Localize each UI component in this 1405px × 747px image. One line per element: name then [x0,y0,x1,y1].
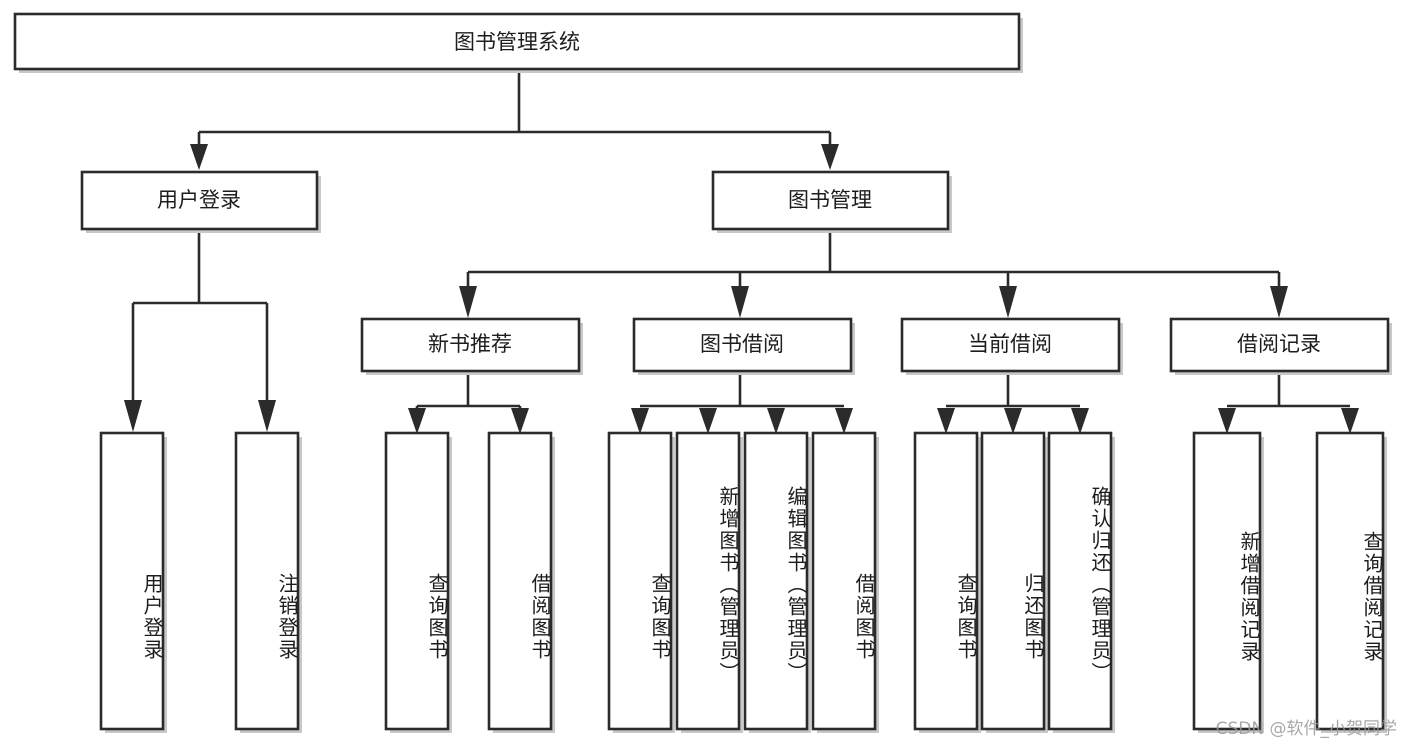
arrow-head-icon [1270,286,1288,318]
arrow-head-icon [767,408,785,434]
arrow-head-icon [821,144,839,170]
node-label-root: 图书管理系统 [454,30,580,54]
node-borrow-record[interactable]: 借阅记录 [1169,317,1392,375]
connector-group-current-borrow [937,375,1089,434]
arrow-head-icon [511,408,529,434]
node-rect [1047,431,1113,731]
node-rect [360,317,581,373]
csdn-watermark: CSDN @软件_小贺同学 [1215,719,1397,739]
node-rect [900,317,1121,373]
arrow-head-icon [631,408,649,434]
node-rect [384,431,450,731]
node-label-book-manage: 图书管理 [788,188,872,212]
node-leaf-edit-book[interactable] [743,431,811,733]
node-book-manage[interactable]: 图书管理 [711,170,952,233]
node-label-borrow-record: 借阅记录 [1237,332,1321,356]
node-rect [80,170,319,231]
node-rect [675,431,741,731]
node-leaf-confirm-return[interactable] [1047,431,1115,733]
node-rect [487,431,553,731]
node-rect [913,431,979,731]
node-new-book-recommend[interactable]: 新书推荐 [360,317,583,375]
node-label-book-borrow: 图书借阅 [700,332,784,356]
arrow-head-icon [1071,408,1089,434]
arrow-head-icon [1218,408,1236,434]
node-leaf-query-record[interactable] [1315,431,1387,733]
node-label-current-borrow: 当前借阅 [968,332,1052,356]
node-label-user-login: 用户登录 [157,188,241,212]
connector-group-root [190,73,839,170]
node-leaf-add-record[interactable] [1192,431,1264,733]
arrow-head-icon [937,408,955,434]
node-rect [743,431,809,731]
node-rect [99,431,165,731]
node-label-new-book-recommend: 新书推荐 [428,332,512,356]
node-rect [234,431,300,731]
node-leaf-query-book-1[interactable] [384,431,452,733]
node-rect [1315,431,1385,731]
node-rect [711,170,950,231]
arrow-head-icon [459,286,477,318]
node-rect [632,317,853,373]
connector-group-book-manage [459,233,1288,318]
arrow-head-icon [408,408,426,434]
node-root[interactable]: 图书管理系统 [13,12,1023,73]
node-rect [1192,431,1262,731]
connector-group-borrow-record [1218,375,1359,434]
connector-group-book-borrow [631,375,853,434]
node-leaf-query-book-3[interactable] [913,431,981,733]
node-rect [607,431,673,731]
node-leaf-logout-login[interactable] [234,431,302,733]
node-book-borrow[interactable]: 图书借阅 [632,317,855,375]
arrow-head-icon [1341,408,1359,434]
arrow-head-icon [835,408,853,434]
node-rect [1169,317,1390,373]
arrow-head-icon [124,400,142,432]
arrow-head-icon [999,286,1017,318]
connector-group-user-login [124,233,276,432]
arrow-head-icon [190,144,208,170]
arrow-head-icon [699,408,717,434]
node-leaf-query-book-2[interactable] [607,431,675,733]
node-rect [811,431,877,731]
node-leaf-return-book[interactable] [980,431,1048,733]
node-leaf-borrow-book-1[interactable] [487,431,555,733]
node-leaf-add-book[interactable] [675,431,743,733]
node-leaf-borrow-book-2[interactable] [811,431,879,733]
node-user-login[interactable]: 用户登录 [80,170,321,233]
arrow-head-icon [1004,408,1022,434]
arrow-head-icon [731,286,749,318]
node-leaf-user-login[interactable] [99,431,167,733]
node-rect [13,12,1021,71]
arrow-head-icon [258,400,276,432]
node-rect [980,431,1046,731]
connector-group-new-book-recommend [408,375,529,434]
node-current-borrow[interactable]: 当前借阅 [900,317,1123,375]
